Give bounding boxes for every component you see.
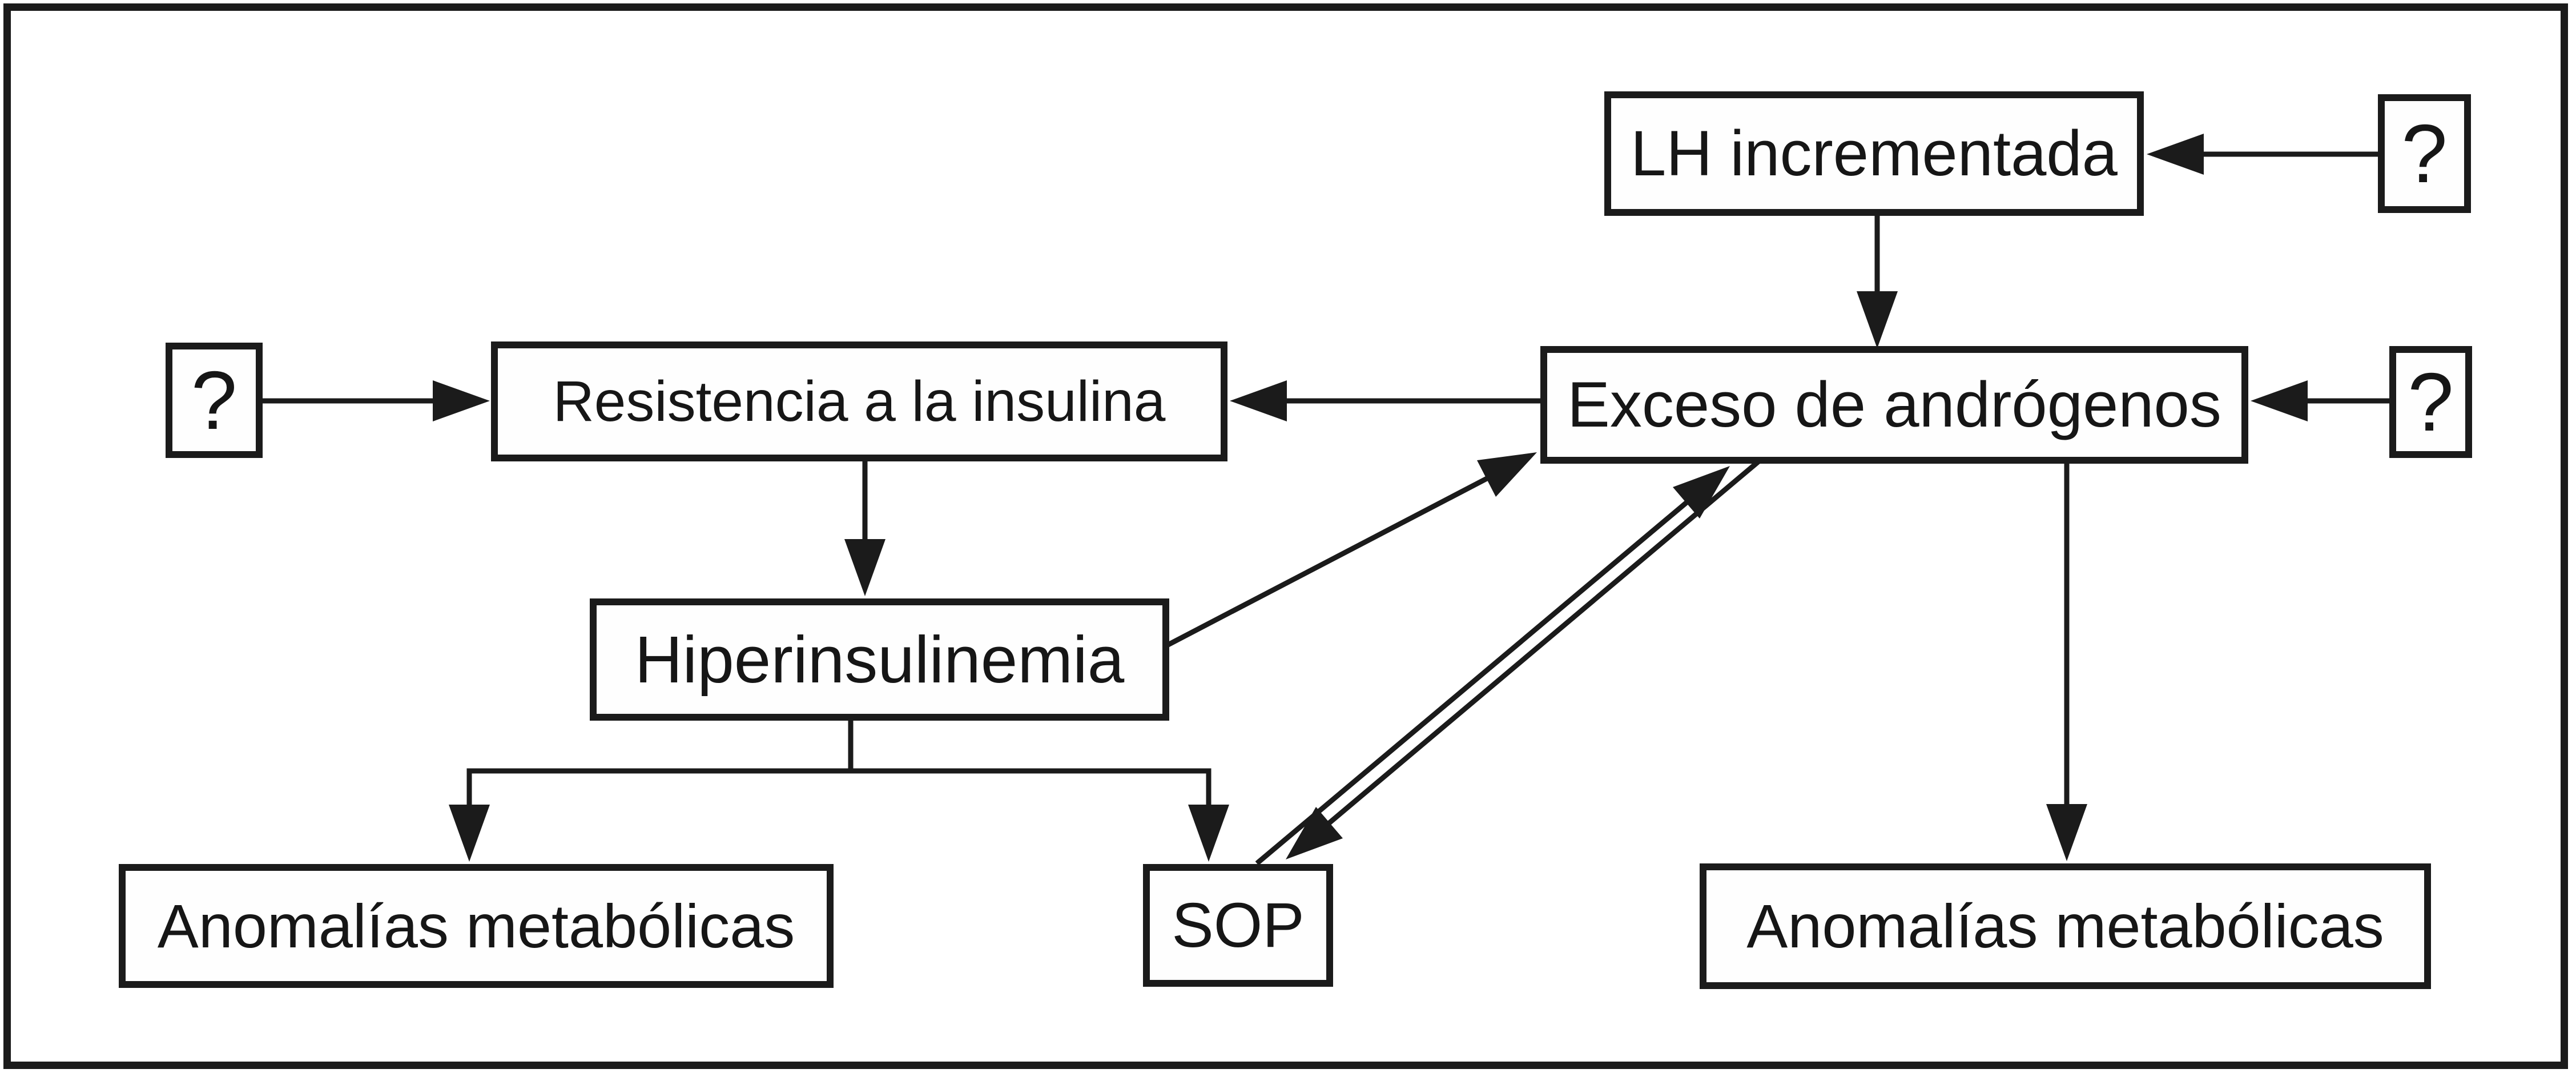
edge-hiperinsulinemia-to-exceso — [1165, 452, 1537, 648]
edge-lh-to-exceso — [1857, 213, 1898, 348]
edge-qright-to-exceso — [2251, 380, 2392, 421]
edge-qtop-to-lh-arrowhead — [2147, 134, 2204, 175]
node-anomalias-metabolicas-left-label: Anomalías metabólicas — [157, 891, 795, 961]
node-question-top: ? — [2378, 94, 2471, 213]
node-question-left-label: ? — [191, 353, 238, 447]
node-sop-label: SOP — [1172, 890, 1305, 961]
node-lh-incrementada: LH incrementada — [1604, 91, 2144, 216]
outer-border — [3, 3, 2568, 1069]
node-exceso-androgenos-label: Exceso de andrógenos — [1567, 369, 2221, 440]
edge-qleft-to-resistencia — [260, 380, 490, 421]
branch-right-arrowhead — [1188, 805, 1229, 862]
edge-hiperinsulinemia-to-exceso-arrowhead — [1477, 452, 1537, 497]
node-question-right-label: ? — [2408, 355, 2454, 448]
edge-exceso-to-resistencia — [1230, 380, 1543, 421]
node-question-top-label: ? — [2401, 107, 2448, 200]
edge-resistencia-to-hiperinsulinemia — [844, 459, 886, 596]
node-question-left: ? — [166, 343, 263, 458]
edge-hiperinsulinemia-branch — [449, 718, 1229, 862]
branch-left-arrowhead — [449, 805, 490, 862]
edge-sop-to-exceso-line — [1255, 496, 1694, 866]
edge-exceso-to-anomalias-right-arrowhead — [2046, 804, 2087, 861]
edge-exceso-to-resistencia-arrowhead — [1230, 380, 1287, 421]
node-resistencia-insulina: Resistencia a la insulina — [491, 341, 1227, 461]
node-anomalias-metabolicas-right-label: Anomalías metabólicas — [1746, 891, 2384, 961]
edge-exceso-to-sop-line — [1321, 459, 1761, 831]
node-question-right: ? — [2389, 346, 2472, 458]
node-hiperinsulinemia-label: Hiperinsulinemia — [634, 622, 1125, 697]
node-lh-incrementada-label: LH incrementada — [1631, 118, 2118, 189]
edge-hiperinsulinemia-to-exceso-line — [1165, 473, 1494, 648]
edge-exceso-to-anomalias-right — [2046, 461, 2087, 861]
edge-qleft-to-resistencia-arrowhead — [433, 380, 490, 421]
edge-qright-to-exceso-arrowhead — [2251, 380, 2308, 421]
node-hiperinsulinemia: Hiperinsulinemia — [590, 598, 1169, 721]
edge-exceso-to-sop — [1286, 459, 1761, 859]
node-anomalias-metabolicas-left: Anomalías metabólicas — [119, 864, 834, 988]
edge-lh-to-exceso-arrowhead — [1857, 291, 1898, 348]
edge-sop-to-exceso — [1255, 466, 1730, 866]
node-exceso-androgenos: Exceso de andrógenos — [1540, 346, 2248, 464]
node-anomalias-metabolicas-right: Anomalías metabólicas — [1700, 863, 2431, 989]
node-resistencia-insulina-label: Resistencia a la insulina — [553, 369, 1166, 433]
edge-sop-to-exceso-arrowhead — [1673, 466, 1730, 519]
edge-resistencia-to-hiperinsulinemia-arrowhead — [844, 539, 886, 596]
edge-exceso-to-sop-arrowhead — [1286, 807, 1343, 859]
node-sop: SOP — [1143, 864, 1333, 987]
edge-qtop-to-lh — [2147, 134, 2381, 175]
